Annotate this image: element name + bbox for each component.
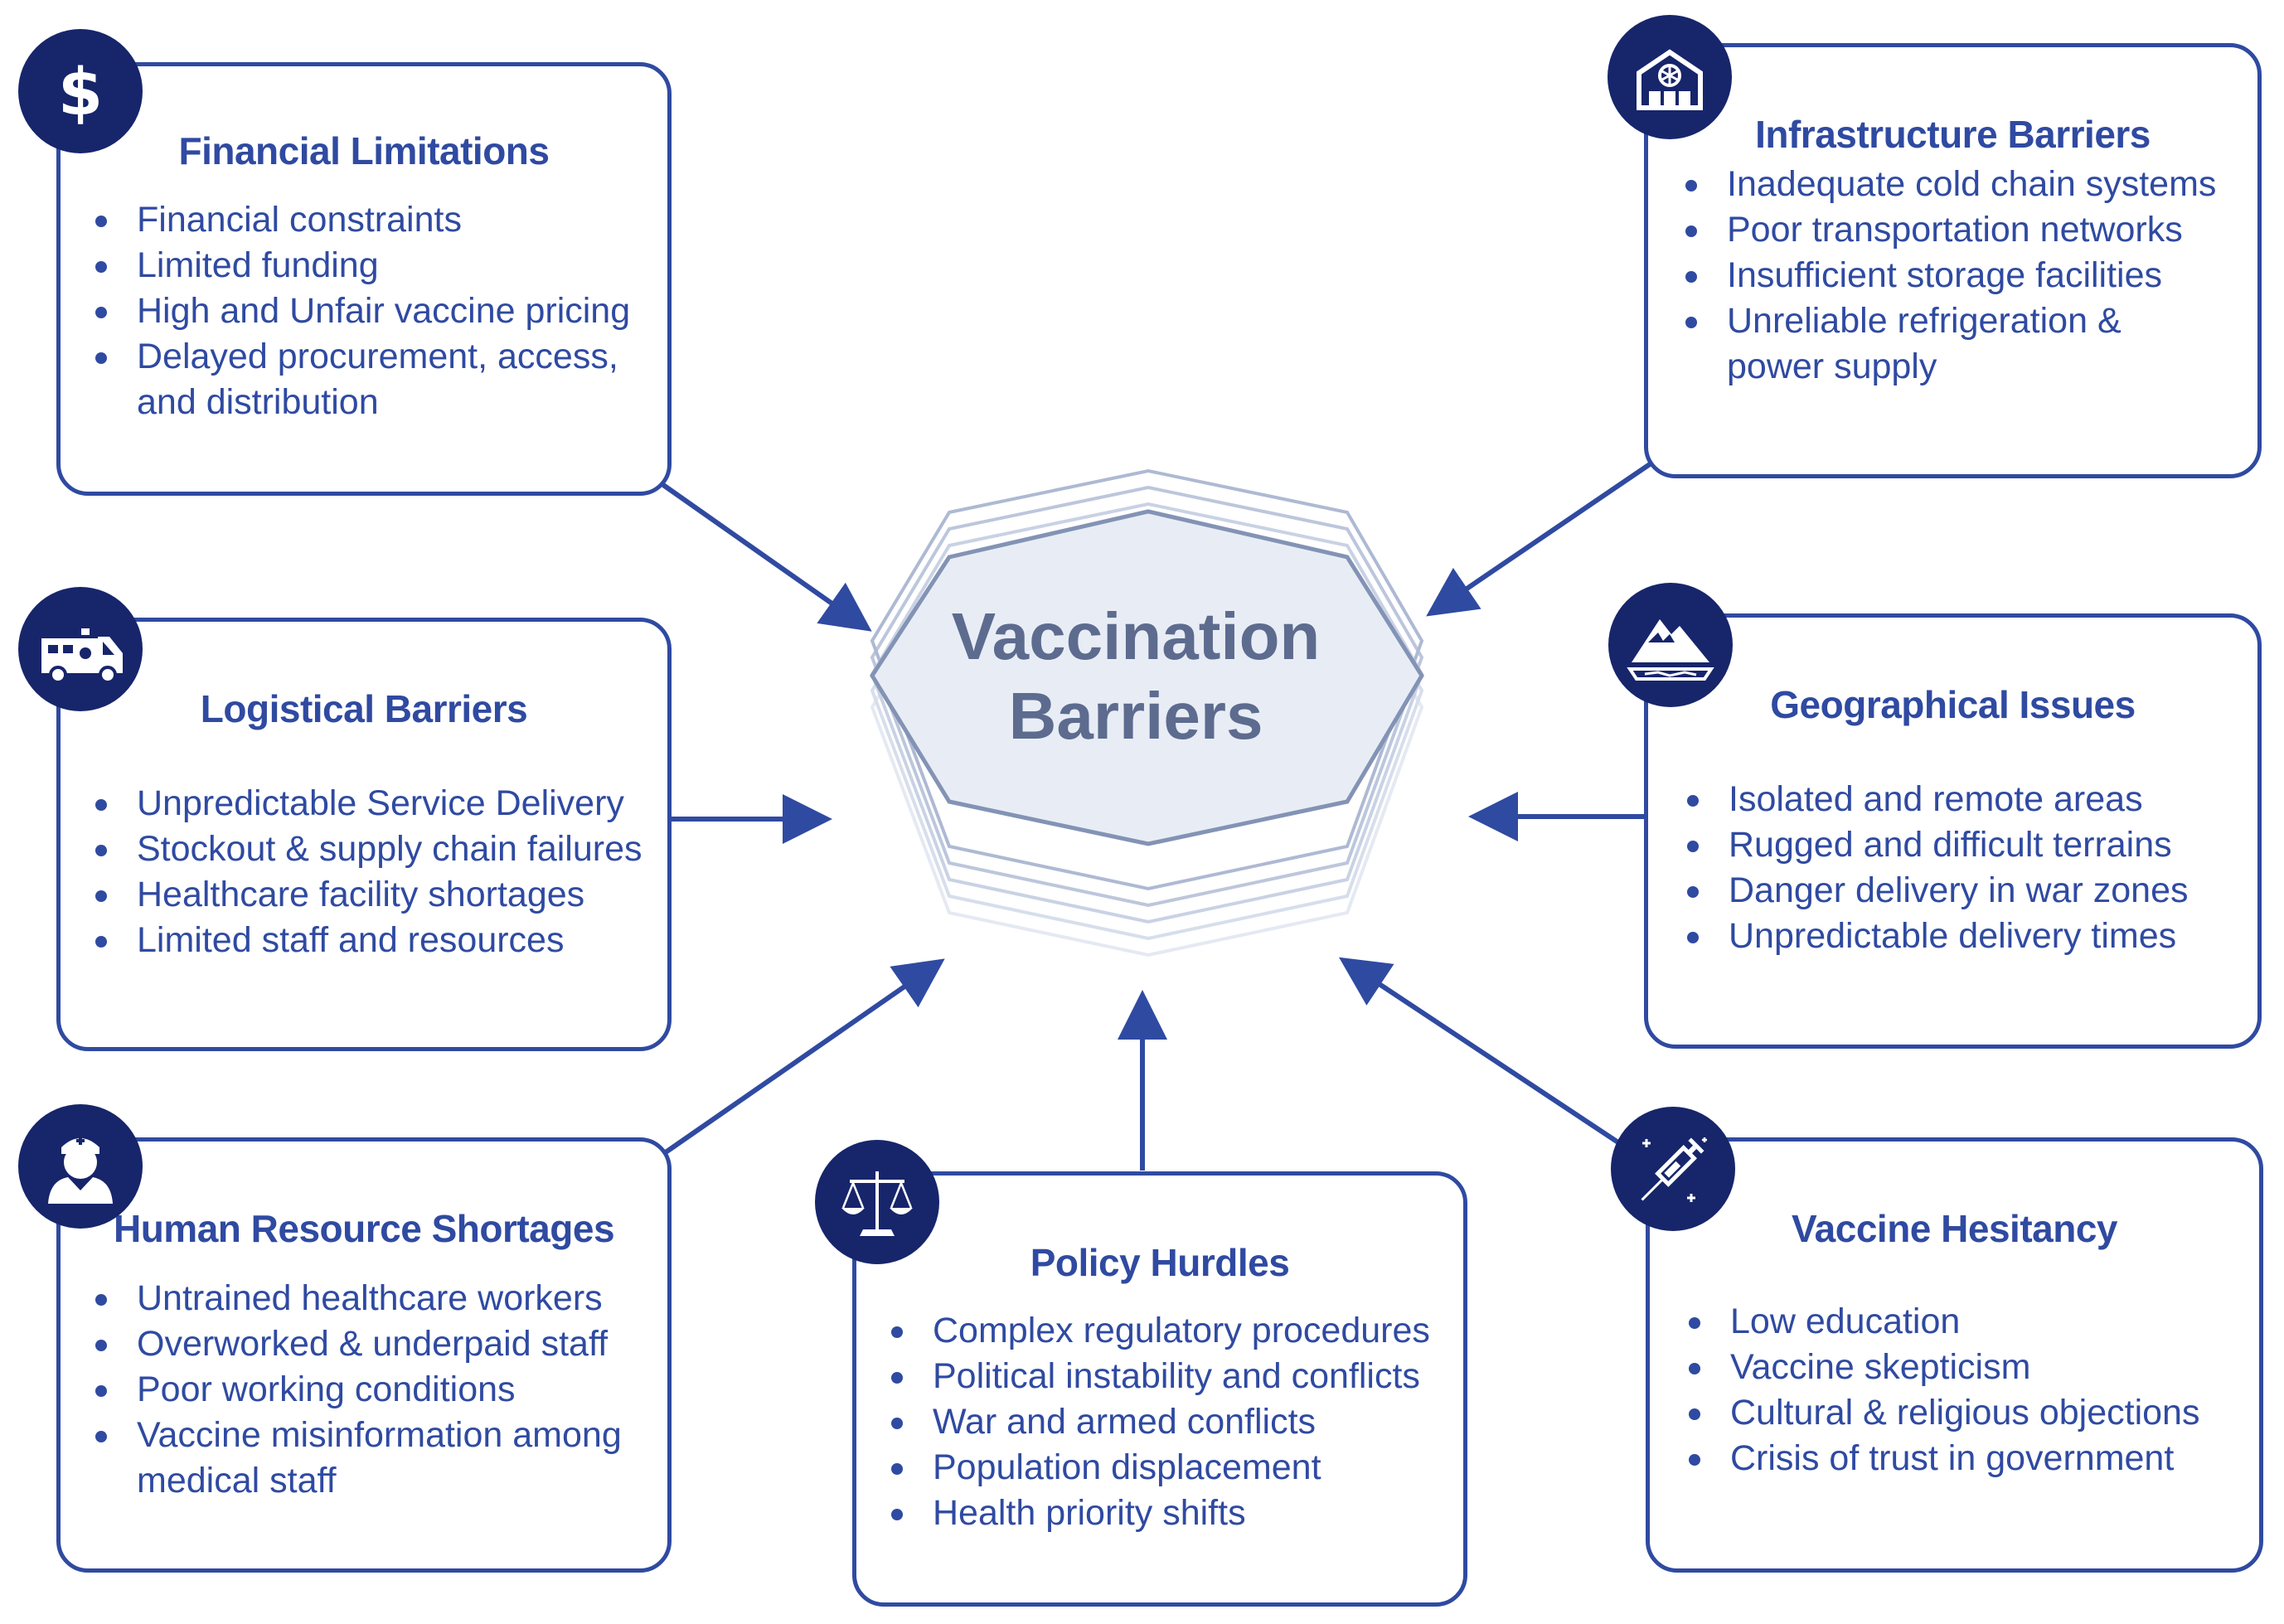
list-item: Cultural & religious objections [1689,1390,2199,1436]
list-item: Health priority shifts [891,1491,1430,1536]
arrow-financial [662,482,872,632]
list-item: Overworked & underpaid staff [95,1321,622,1367]
list-item: Limited staff and resources [95,918,643,963]
list-item: Stockout & supply chain failures [95,827,643,872]
arrow-human [662,958,945,1156]
infrastructure-barriers-title: Infrastructure Barriers [1755,113,2151,156]
center-title-line1: Vaccination [951,599,1321,673]
vaccine-hesitancy-box: Vaccine Hesitancy Low education Vaccine … [1646,1137,2263,1573]
svg-text:$: $ [58,56,103,130]
vaccine-hesitancy-list: Low education Vaccine skepticism Cultura… [1689,1299,2199,1481]
mountain-icon [1608,583,1733,707]
list-item: Complex regulatory procedures [891,1308,1430,1354]
list-item: Population displacement [891,1445,1430,1491]
cold-storage-warehouse-icon [1608,15,1732,139]
geographical-issues-title: Geographical Issues [1770,683,2136,726]
list-item: Unreliable refrigeration & [1685,298,2216,344]
doctor-icon [18,1104,143,1229]
infrastructure-barriers-box: Infrastructure Barriers Inadequate cold … [1644,43,2262,478]
list-item: Low education [1689,1299,2199,1345]
geographical-issues-box: Geographical Issues Isolated and remote … [1644,613,2262,1049]
financial-limitations-box: Financial Limitations Financial constrai… [56,62,672,496]
list-item-continuation: medical staff [137,1461,337,1500]
list-item: Danger delivery in war zones [1687,868,2189,914]
logistical-barriers-title: Logistical Barriers [200,687,528,730]
ambulance-icon [18,587,143,711]
scales-icon [815,1140,939,1264]
human-resource-shortages-list: Untrained healthcare workers Overworked … [95,1276,622,1504]
list-item-continuation: power supply [1727,347,1937,386]
list-item: Limited funding [95,243,630,288]
financial-limitations-title: Financial Limitations [178,129,550,172]
policy-hurdles-box: Policy Hurdles Complex regulatory proced… [852,1171,1467,1607]
financial-limitations-list: Financial constraints Limited funding Hi… [95,197,630,425]
list-item: Inadequate cold chain systems [1685,162,2216,207]
policy-hurdles-list: Complex regulatory procedures Political … [891,1308,1430,1536]
infrastructure-barriers-list: Inadequate cold chain systems Poor trans… [1685,162,2216,390]
center-title-line2: Barriers [1008,679,1263,753]
policy-hurdles-title: Policy Hurdles [1030,1241,1290,1284]
list-item: Unpredictable delivery times [1687,914,2189,959]
geographical-issues-list: Isolated and remote areas Rugged and dif… [1687,777,2189,959]
list-item: Healthcare facility shortages [95,872,643,918]
list-item: Vaccine misinformation among [95,1413,622,1458]
list-item: High and Unfair vaccine pricing [95,288,630,334]
human-resource-shortages-box: Human Resource Shortages Untrained healt… [56,1137,672,1573]
dollar-icon: $ [18,29,143,153]
center-octagon [870,509,1424,846]
list-item: Poor working conditions [95,1367,622,1413]
vaccine-hesitancy-title: Vaccine Hesitancy [1792,1207,2117,1250]
list-item: Poor transportation networks [1685,207,2216,253]
list-item: Isolated and remote areas [1687,777,2189,822]
list-item: Rugged and difficult terrains [1687,822,2189,868]
list-item-continuation: and distribution [137,382,379,422]
list-item: Untrained healthcare workers [95,1276,622,1321]
list-item: Political instability and conflicts [891,1354,1430,1399]
arrow-infrastructure [1426,462,1651,617]
human-resource-shortages-title: Human Resource Shortages [113,1207,615,1250]
list-item: Financial constraints [95,197,630,243]
list-item: Vaccine skepticism [1689,1345,2199,1390]
logistical-barriers-list: Unpredictable Service Delivery Stockout … [95,781,643,963]
center-title: Vaccination Barriers [879,597,1393,756]
arrow-hesitancy [1338,957,1647,1163]
syringe-icon [1611,1107,1735,1231]
list-item: War and armed conflicts [891,1399,1430,1445]
list-item: Crisis of trust in government [1689,1436,2199,1481]
list-item: Unpredictable Service Delivery [95,781,643,827]
logistical-barriers-box: Logistical Barriers Unpredictable Servic… [56,618,672,1051]
list-item: Insufficient storage facilities [1685,253,2216,298]
list-item: Delayed procurement, access, [95,334,630,380]
